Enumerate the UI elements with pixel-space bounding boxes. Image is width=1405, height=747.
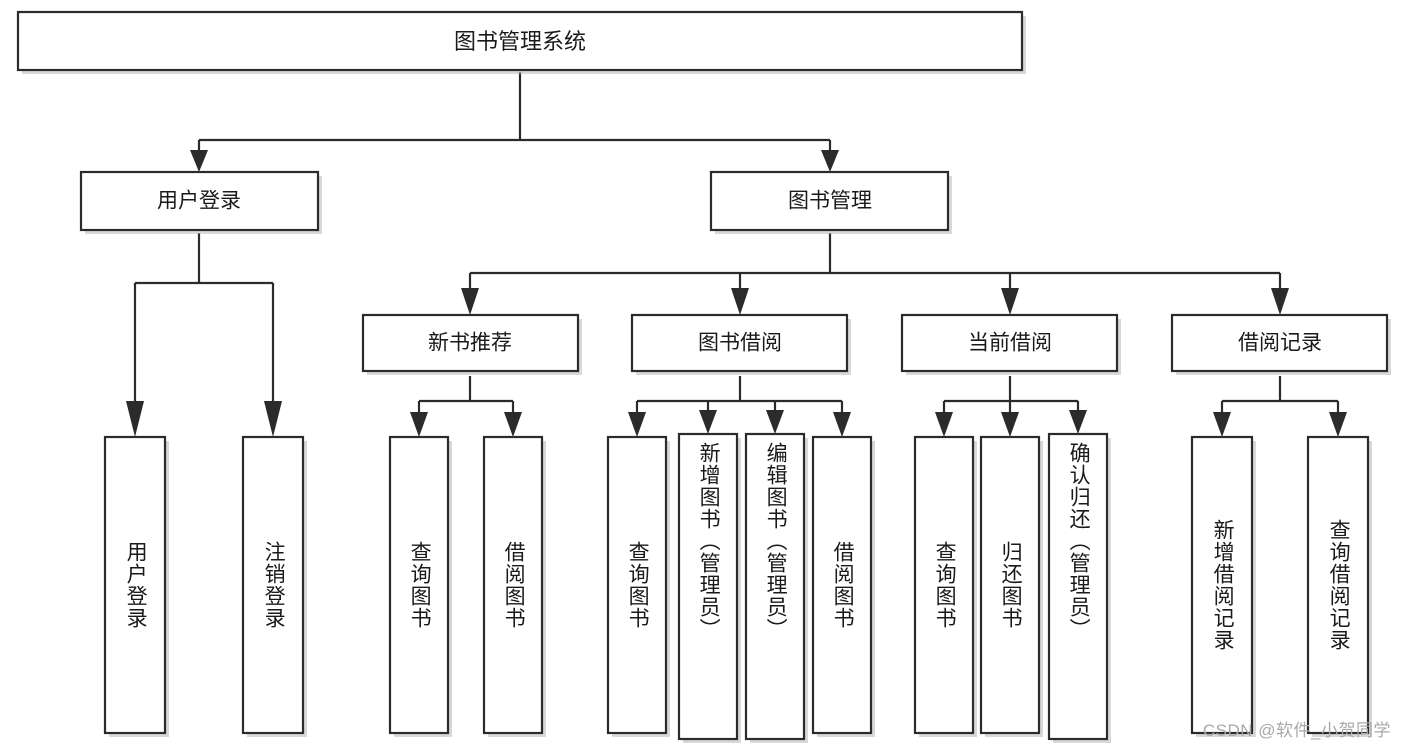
node-book-management-box[interactable] [709, 170, 950, 232]
arrowhead-leaf-confirm-return [1069, 410, 1087, 434]
node-new-book-recommend-label: 新书推荐 [428, 332, 512, 355]
node-leaf-query-book-1-box[interactable] [388, 435, 450, 735]
node-borrow-record-label: 借阅记录 [1238, 332, 1322, 355]
node-leaf-borrow-book-2-box[interactable] [811, 435, 873, 735]
arrowhead-leaf-query-book-2 [628, 412, 646, 437]
node-title-label: 图书管理系统 [454, 29, 586, 54]
arrowhead-leaf-return-book [1001, 412, 1019, 437]
arrowhead-leaf-add-borrow-record [1213, 412, 1231, 437]
node-user-login-box[interactable] [79, 170, 320, 232]
arrowhead-leaf-query-book-3 [935, 412, 953, 437]
node-book-management-label: 图书管理 [788, 190, 872, 213]
arrowhead-leaf-borrow-book-1 [504, 412, 522, 437]
node-book-borrow-label: 图书借阅 [698, 332, 782, 355]
arrowhead-user-login [190, 150, 208, 172]
arrowhead-leaf-add-book [699, 410, 717, 434]
arrowhead-leaf-user-login [126, 401, 144, 437]
node-leaf-borrow-book-1-box[interactable] [482, 435, 544, 735]
nodes-layer: 图书管理系统 用户登录 图书管理 新书推荐 图书借阅 当前借阅 [16, 10, 1391, 743]
edges-layer [126, 72, 1347, 437]
arrowhead-leaf-query-book-1 [410, 412, 428, 437]
arrowhead-leaf-logout-login [264, 401, 282, 437]
node-leaf-query-book-2-box[interactable] [606, 435, 668, 735]
node-current-borrow-box[interactable] [900, 313, 1119, 373]
node-leaf-logout-login-box[interactable] [241, 435, 305, 735]
node-leaf-query-book-3-box[interactable] [913, 435, 975, 735]
arrowhead-leaf-edit-book [766, 410, 784, 434]
arrowhead-leaf-borrow-book-2 [833, 412, 851, 437]
node-leaf-add-borrow-record-box[interactable] [1190, 435, 1254, 735]
node-leaf-user-login-box[interactable] [103, 435, 167, 735]
arrowhead-current-borrow [1001, 288, 1019, 315]
arrowhead-leaf-query-borrow-record [1329, 412, 1347, 437]
node-current-borrow-label: 当前借阅 [968, 332, 1052, 355]
node-leaf-edit-book-box[interactable] [744, 432, 806, 741]
node-leaf-return-book-box[interactable] [979, 435, 1041, 735]
arrowhead-borrow-record [1271, 288, 1289, 315]
node-leaf-add-book-box[interactable] [677, 432, 739, 741]
arrowhead-book-management [821, 150, 839, 172]
node-leaf-query-borrow-record-box[interactable] [1306, 435, 1370, 735]
arrowhead-book-borrow [731, 288, 749, 315]
arrowhead-new-book-recommend [461, 288, 479, 315]
node-new-book-recommend-box[interactable] [361, 313, 580, 373]
node-leaf-confirm-return-box[interactable] [1047, 432, 1109, 741]
node-book-borrow-box[interactable] [630, 313, 849, 373]
node-user-login-label: 用户登录 [157, 190, 241, 213]
node-title-box[interactable] [16, 10, 1024, 72]
node-borrow-record-box[interactable] [1170, 313, 1389, 373]
